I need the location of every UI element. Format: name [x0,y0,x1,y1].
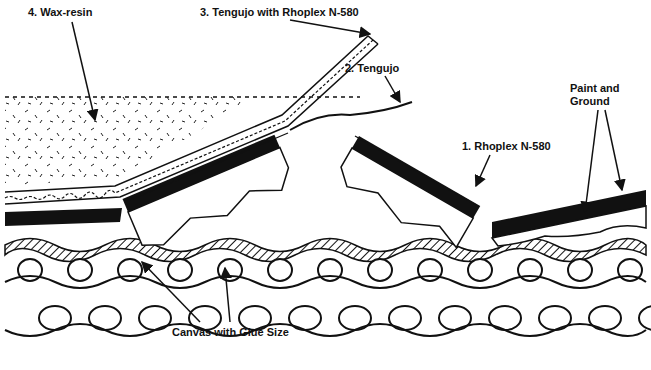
layer-label: 1. Rhoplex N-580 [462,140,551,153]
layer-label: Paint and Ground [570,82,636,108]
layer-label: 4. Wax-resin [28,6,92,19]
layer-label: Canvas with Glue Size [172,326,289,339]
layer-label: 2. Tengujo [345,62,399,75]
layer-label: 3. Tengujo with Rhoplex N-580 [200,6,359,19]
